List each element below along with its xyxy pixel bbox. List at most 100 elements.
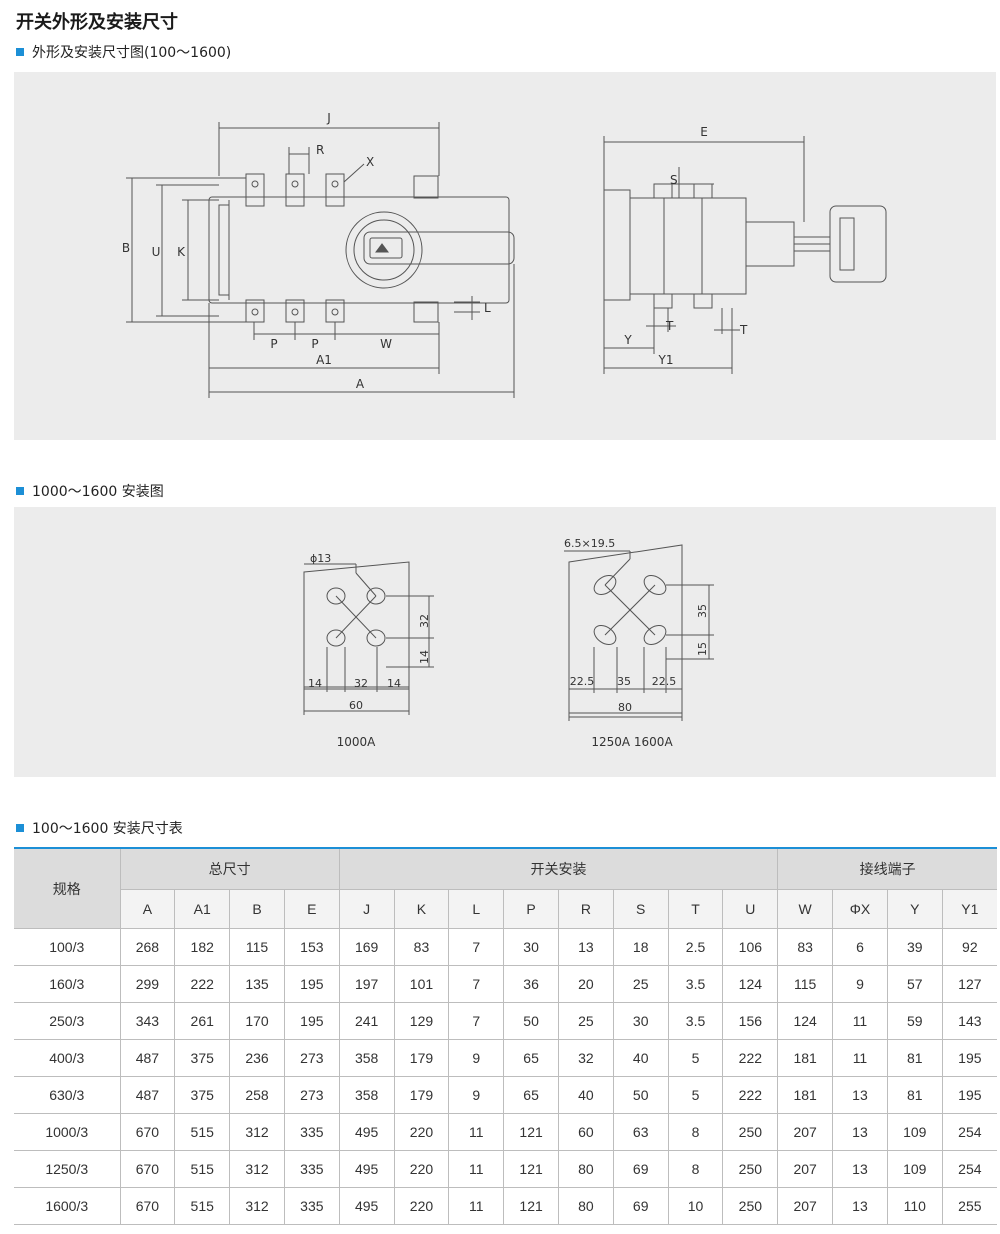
value-cell: 121 [503, 1150, 559, 1188]
value-cell: 250 [722, 1113, 779, 1151]
value-cell: 25 [558, 1002, 614, 1040]
value-cell: 50 [613, 1076, 669, 1114]
value-cell: 250 [722, 1150, 779, 1188]
column-header: A1 [174, 889, 231, 929]
dim-14-vertical: 14 [418, 650, 431, 664]
side-handle [829, 205, 887, 283]
dim-label-T2: T [739, 323, 748, 337]
value-cell: 487 [120, 1076, 176, 1114]
mounting-drawing: ϕ13 32 14 14 32 14 60 1000A 6.5×19.5 35 … [303, 537, 714, 749]
value-cell: 222 [722, 1039, 779, 1077]
column-header: T [668, 889, 724, 929]
dim-14-left: 14 [308, 677, 322, 690]
section-heading-text: 外形及安装尺寸图(100～1600) [32, 45, 232, 61]
value-cell: 83 [394, 928, 450, 966]
value-cell: 170 [229, 1002, 285, 1040]
dim-22-5-left: 22.5 [570, 675, 595, 688]
column-header: ΦX [832, 889, 888, 929]
terminal-top-3 [325, 173, 345, 207]
value-cell: 220 [394, 1113, 450, 1151]
value-cell: 7 [448, 928, 505, 966]
column-header: U [722, 889, 779, 929]
dim-label-P2: P [311, 337, 318, 351]
handle-lever [363, 231, 515, 265]
spec-cell: 250/3 [14, 1002, 121, 1040]
value-cell: 121 [503, 1113, 559, 1151]
value-cell: 30 [613, 1002, 669, 1040]
value-cell: 254 [942, 1113, 997, 1151]
dim-22-5-right: 22.5 [652, 675, 677, 688]
value-cell: 39 [887, 928, 943, 966]
value-cell: 179 [394, 1076, 450, 1114]
value-cell: 20 [558, 965, 614, 1003]
value-cell: 343 [120, 1002, 176, 1040]
value-cell: 127 [942, 965, 997, 1003]
value-cell: 241 [339, 1002, 395, 1040]
dim-label-E: E [700, 125, 708, 139]
value-cell: 10 [668, 1187, 724, 1225]
value-cell: 268 [120, 928, 176, 966]
value-cell: 222 [174, 965, 231, 1003]
value-cell: 487 [120, 1039, 176, 1077]
value-cell: 115 [777, 965, 834, 1003]
value-cell: 236 [229, 1039, 285, 1077]
value-cell: 195 [284, 965, 340, 1003]
value-cell: 335 [284, 1150, 340, 1188]
value-cell: 30 [503, 928, 559, 966]
mounting-drawing-panel: ϕ13 32 14 14 32 14 60 1000A 6.5×19.5 35 … [14, 507, 996, 777]
dim-label-K: K [177, 245, 186, 259]
value-cell: 220 [394, 1187, 450, 1225]
value-cell: 312 [229, 1150, 285, 1188]
value-cell: 60 [558, 1113, 614, 1151]
value-cell: 207 [777, 1150, 834, 1188]
dim-label-B: B [122, 241, 130, 255]
value-cell: 80 [558, 1150, 614, 1188]
column-header: S [613, 889, 669, 929]
section-heading-mounting: 1000～1600 安装图 [16, 481, 164, 501]
terminal-top-2 [285, 173, 305, 207]
dim-label-Y1: Y1 [658, 353, 674, 367]
dim-label-T1: T [665, 319, 674, 333]
value-cell: 258 [229, 1076, 285, 1114]
hole-label-left: ϕ13 [310, 552, 331, 565]
value-cell: 250 [722, 1187, 779, 1225]
value-cell: 207 [777, 1187, 834, 1225]
value-cell: 515 [174, 1150, 231, 1188]
value-cell: 495 [339, 1113, 395, 1151]
dim-32-horizontal: 32 [354, 677, 368, 690]
group-header-switch: 开关安装 [339, 847, 779, 890]
value-cell: 81 [887, 1076, 943, 1114]
value-cell: 92 [942, 928, 997, 966]
value-cell: 195 [942, 1076, 997, 1114]
value-cell: 358 [339, 1076, 395, 1114]
value-cell: 8 [668, 1113, 724, 1151]
group-header-total: 总尺寸 [120, 847, 340, 890]
dim-32-vertical: 32 [418, 614, 431, 628]
value-cell: 57 [887, 965, 943, 1003]
value-cell: 11 [448, 1150, 505, 1188]
column-header: J [339, 889, 395, 929]
value-cell: 9 [832, 965, 888, 1003]
value-cell: 375 [174, 1076, 231, 1114]
left-mount-plate [303, 561, 410, 688]
value-cell: 9 [448, 1039, 505, 1077]
value-cell: 109 [887, 1150, 943, 1188]
value-cell: 59 [887, 1002, 943, 1040]
spec-cell: 100/3 [14, 928, 121, 966]
side-body [629, 197, 747, 295]
value-cell: 181 [777, 1076, 834, 1114]
value-cell: 182 [174, 928, 231, 966]
dim-label-R: R [316, 143, 324, 157]
value-cell: 153 [284, 928, 340, 966]
value-cell: 65 [503, 1039, 559, 1077]
value-cell: 13 [832, 1113, 888, 1151]
value-cell: 335 [284, 1187, 340, 1225]
dim-label-S: S [670, 173, 678, 187]
